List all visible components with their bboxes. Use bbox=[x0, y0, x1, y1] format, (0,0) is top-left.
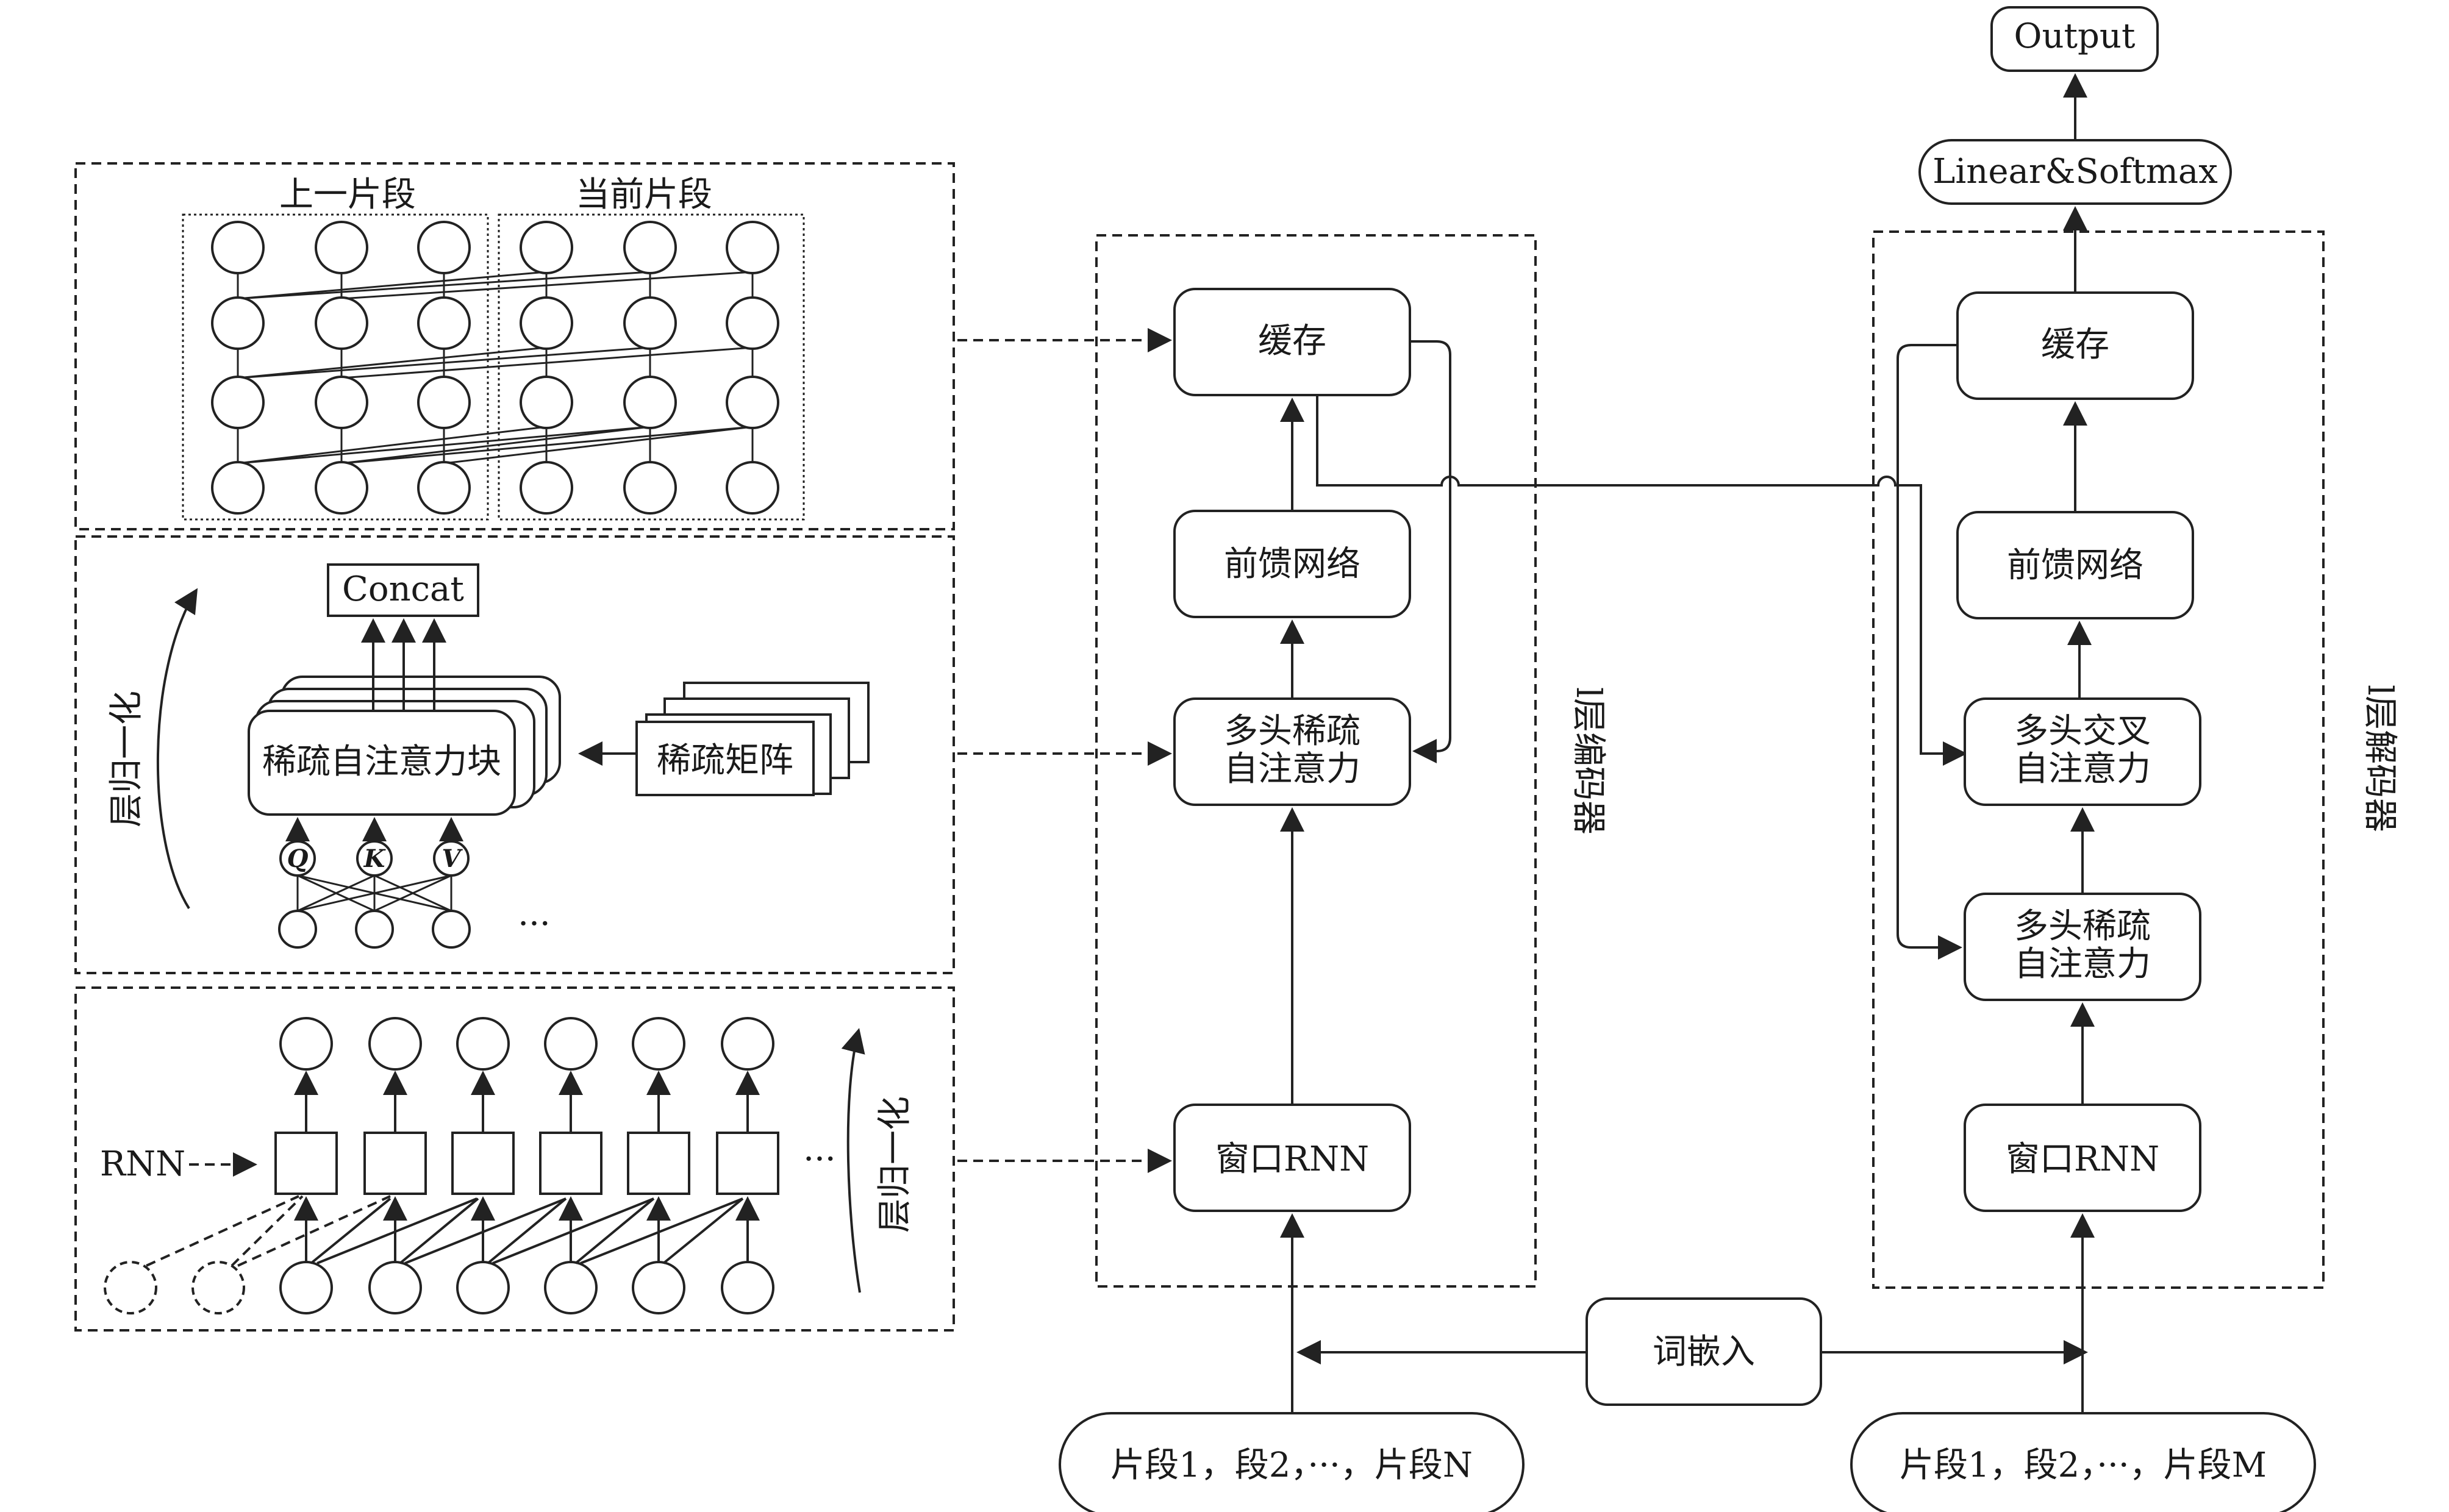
rnn-window-links bbox=[294, 1196, 760, 1264]
node bbox=[726, 296, 779, 350]
previous-segment-label: 上一片段 bbox=[279, 175, 416, 215]
rnn-input-node bbox=[456, 1261, 510, 1314]
node bbox=[520, 296, 573, 350]
node bbox=[623, 376, 677, 429]
node bbox=[315, 221, 368, 274]
decoder-input-label: 片段1，段2，···，片段M bbox=[1900, 1446, 2267, 1485]
node bbox=[417, 461, 471, 515]
layer-norm-arrow-rnn bbox=[841, 1028, 865, 1293]
qkv-links bbox=[296, 874, 452, 912]
decoder-mhsa-line1: 多头稀疏 bbox=[2014, 907, 2151, 946]
node bbox=[315, 296, 368, 350]
encoder: l层编码器 缓存 前馈网络 多头稀疏 自注意力 窗口RNN bbox=[1095, 234, 1967, 1288]
decoder-label: l层解码器 bbox=[2360, 685, 2400, 832]
linear-softmax-label: Linear&Softmax bbox=[1932, 152, 2218, 191]
rnn-cell bbox=[274, 1132, 338, 1195]
decoder-mhsa-line2: 自注意力 bbox=[2014, 944, 2151, 984]
decoder-cross-line2: 自注意力 bbox=[2014, 749, 2151, 789]
node bbox=[315, 376, 368, 429]
input-node bbox=[278, 910, 317, 949]
padding-node bbox=[191, 1261, 245, 1314]
sparse-matrix-box bbox=[635, 721, 815, 796]
rnn-input-node bbox=[721, 1261, 774, 1314]
node bbox=[211, 296, 265, 350]
encoder-cache-label: 缓存 bbox=[1258, 321, 1326, 361]
encoder-mhsa-line2: 自注意力 bbox=[1224, 749, 1360, 789]
segment-recurrence-panel: 上一片段 当前片段 bbox=[74, 162, 955, 530]
rnn-panel: RNN ··· bbox=[74, 986, 955, 1332]
node bbox=[315, 461, 368, 515]
padding-node bbox=[104, 1261, 157, 1314]
rnn-label: RNN bbox=[100, 1144, 185, 1184]
input-node bbox=[355, 910, 394, 949]
rnn-cell bbox=[716, 1132, 779, 1195]
node bbox=[726, 461, 779, 515]
sparse-attention-panel: 层归一化 Concat 稀疏自注意力块 稀疏矩阵 Q K V bbox=[74, 535, 955, 974]
rnn-input-node bbox=[544, 1261, 598, 1314]
encoder-window-rnn-label: 窗口RNN bbox=[1215, 1139, 1369, 1179]
node bbox=[520, 461, 573, 515]
sparse-attention-block-label: 稀疏自注意力块 bbox=[262, 742, 501, 782]
node bbox=[211, 221, 265, 274]
layer-norm-label-rnn: 层归一化 bbox=[875, 1096, 915, 1233]
node bbox=[211, 376, 265, 429]
encoder-label: l层编码器 bbox=[1568, 687, 1608, 835]
segment-diagonal-links bbox=[237, 271, 753, 465]
node bbox=[417, 376, 471, 429]
node bbox=[520, 221, 573, 274]
rnn-cell bbox=[363, 1132, 427, 1195]
word-embedding-label: 词嵌入 bbox=[1653, 1332, 1755, 1372]
rnn-output-node bbox=[368, 1017, 422, 1071]
v-label: V bbox=[442, 844, 463, 873]
node bbox=[417, 296, 471, 350]
q-label: Q bbox=[287, 844, 309, 873]
rnn-output-node bbox=[632, 1017, 685, 1071]
output-box bbox=[1990, 6, 2159, 72]
decoder-window-rnn-label: 窗口RNN bbox=[2006, 1139, 2159, 1179]
encoder-ffn-label: 前馈网络 bbox=[1224, 544, 1360, 584]
segment-nodes bbox=[211, 221, 779, 515]
decoder-cross-line1: 多头交叉 bbox=[2014, 711, 2151, 751]
concat-box bbox=[327, 563, 479, 617]
rnn-input-node bbox=[632, 1261, 685, 1314]
node bbox=[623, 296, 677, 350]
decoder-cache-label: 缓存 bbox=[2041, 325, 2109, 365]
sparse-matrix-label: 稀疏矩阵 bbox=[657, 741, 793, 780]
rnn-output-node bbox=[721, 1017, 774, 1071]
decoder: Output Linear&Softmax l层解码器 缓存 前馈网络 多头交叉… bbox=[1872, 6, 2400, 1289]
node bbox=[417, 221, 471, 274]
decoder-cross-attention-box bbox=[1964, 697, 2201, 806]
encoder-input-label: 片段1，段2，···，片段N bbox=[1110, 1446, 1473, 1485]
node bbox=[726, 221, 779, 274]
rnn-input-node bbox=[368, 1261, 422, 1314]
input-node bbox=[432, 910, 471, 949]
sparse-attention-block bbox=[248, 710, 516, 816]
decoder-ffn-label: 前馈网络 bbox=[2007, 546, 2143, 585]
rnn-input-node bbox=[279, 1261, 333, 1314]
rnn-cell bbox=[539, 1132, 602, 1195]
output-label: Output bbox=[2014, 16, 2136, 56]
rnn-cell bbox=[451, 1132, 515, 1195]
rnn-cell bbox=[627, 1132, 690, 1195]
node bbox=[726, 376, 779, 429]
node bbox=[623, 221, 677, 274]
k-label: K bbox=[363, 844, 387, 873]
encoder-mhsa-line1: 多头稀疏 bbox=[1224, 711, 1360, 751]
current-segment-label: 当前片段 bbox=[576, 175, 712, 215]
ellipsis: ··· bbox=[518, 904, 550, 944]
rnn-output-node bbox=[544, 1017, 598, 1071]
node bbox=[623, 461, 677, 515]
rnn-output-node bbox=[456, 1017, 510, 1071]
layer-norm-label: 层归一化 bbox=[107, 691, 146, 827]
rnn-output-node bbox=[279, 1017, 333, 1071]
node bbox=[520, 376, 573, 429]
rnn-ellipsis: ··· bbox=[803, 1139, 835, 1179]
segment-vertical-links bbox=[237, 272, 754, 463]
node bbox=[211, 461, 265, 515]
concat-label: Concat bbox=[342, 569, 464, 609]
layer-norm-arrow bbox=[157, 588, 198, 910]
